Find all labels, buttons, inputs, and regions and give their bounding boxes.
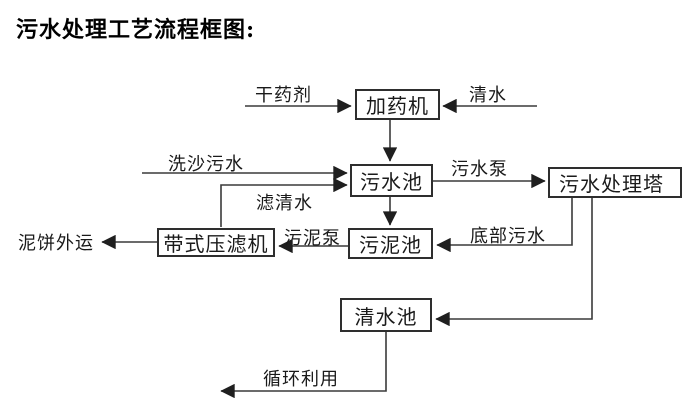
label-clean-water: 清水 bbox=[469, 85, 507, 106]
label-sand-washing-sewage: 洗沙污水 bbox=[168, 154, 244, 175]
label-sewage-pump: 污水泵 bbox=[451, 159, 508, 180]
node-clean-water-pool: 清水池 bbox=[340, 298, 432, 332]
page-title: 污水处理工艺流程框图: bbox=[16, 17, 256, 43]
edge-bottom-sewage-arrow bbox=[436, 198, 573, 253]
label-bottom-sewage: 底部污水 bbox=[470, 226, 546, 247]
node-sludge-pool: 污泥池 bbox=[348, 228, 433, 259]
label-sludge-pump: 污泥泵 bbox=[284, 228, 341, 249]
edge-recycle-use-arrow bbox=[220, 332, 387, 399]
label-filtered-water: 滤清水 bbox=[256, 193, 313, 214]
edge-tower-to-clean-water-pool-arrow bbox=[435, 198, 593, 327]
label-dry-chemical: 干药剂 bbox=[255, 85, 312, 106]
node-sewage-pool: 污水池 bbox=[350, 164, 433, 197]
edge-filtered-water-arrow bbox=[220, 177, 348, 227]
label-recycle-use: 循环利用 bbox=[263, 369, 339, 390]
label-mud-cake-out: 泥饼外运 bbox=[18, 233, 94, 254]
node-dosing-machine: 加药机 bbox=[355, 89, 440, 120]
node-belt-filter-press: 带式压滤机 bbox=[157, 228, 275, 257]
node-treatment-tower: 污水处理塔 bbox=[548, 167, 682, 198]
